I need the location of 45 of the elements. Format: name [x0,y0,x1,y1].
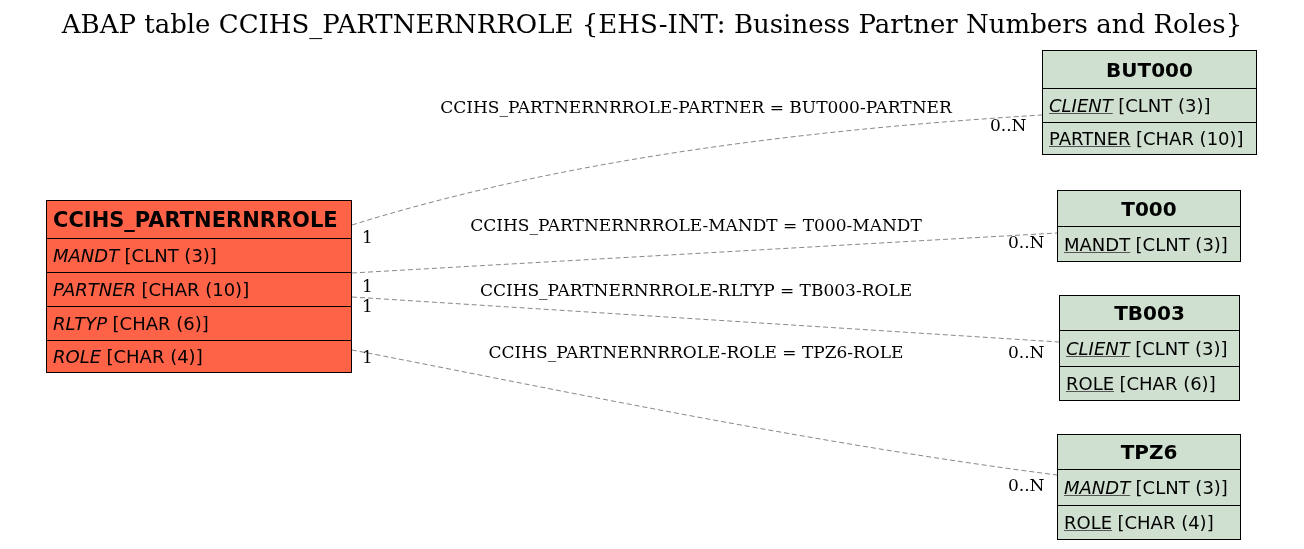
field-type: [CLNT (3)] [1135,338,1228,359]
field-type: [CLNT (3)] [124,245,217,266]
relationship-line [351,114,1043,226]
cardinality-label: 1 [362,298,373,315]
field-name: ROLE [1064,512,1113,533]
cardinality-label: 0..N [1008,344,1045,361]
cardinality-label: 1 [362,349,373,366]
database-table [1057,190,1241,262]
database-table [1057,434,1241,540]
field-type: [CLNT (3)] [1135,477,1228,498]
field-type: [CHAR (4)] [1117,512,1214,533]
relationship-line [351,349,1058,476]
field-name: MANDT [1064,477,1131,498]
field-name: CLIENT [1066,338,1130,359]
relationship-line [351,296,1060,343]
cardinality-label: 0..N [1008,477,1045,494]
diagram-title: ABAP table CCIHS_PARTNERNRROLE {EHS-INT: Business Partner Numbers and Roles} [60,8,1244,40]
table-name: CCIHS_PARTNERNRROLE [52,206,339,234]
database-table [1042,50,1257,155]
cardinality-label: 1 [362,229,373,246]
field-type: [CHAR (10)] [1135,128,1244,149]
table-name: TB003 [1113,300,1186,327]
field-type: [CHAR (4)] [106,346,203,367]
field-type: [CHAR (10)] [141,279,250,300]
database-table [46,200,352,373]
field-name: CLIENT [1049,95,1113,116]
table-name: BUT000 [1105,56,1194,84]
field-type: [CLNT (3)] [1118,95,1211,116]
cardinality-label: 1 [362,278,373,295]
field-name: RLTYP [53,313,108,334]
field-type: [CHAR (6)] [1119,373,1216,394]
table-name: TPZ6 [1119,439,1179,466]
database-table [1059,295,1240,401]
field-type: [CLNT (3)] [1135,233,1228,255]
field-name: ROLE [53,346,102,367]
field-name: MANDT [1064,233,1131,255]
relationship-line [351,232,1058,274]
cardinality-label: 0..N [1008,234,1045,251]
field-name: PARTNER [1049,128,1131,149]
field-name: PARTNER [53,279,137,300]
field-type: [CHAR (6)] [112,313,209,334]
field-name: ROLE [1066,373,1115,394]
table-name: T000 [1120,195,1178,223]
cardinality-label: 0..N [990,117,1027,134]
field-name: MANDT [53,245,120,266]
